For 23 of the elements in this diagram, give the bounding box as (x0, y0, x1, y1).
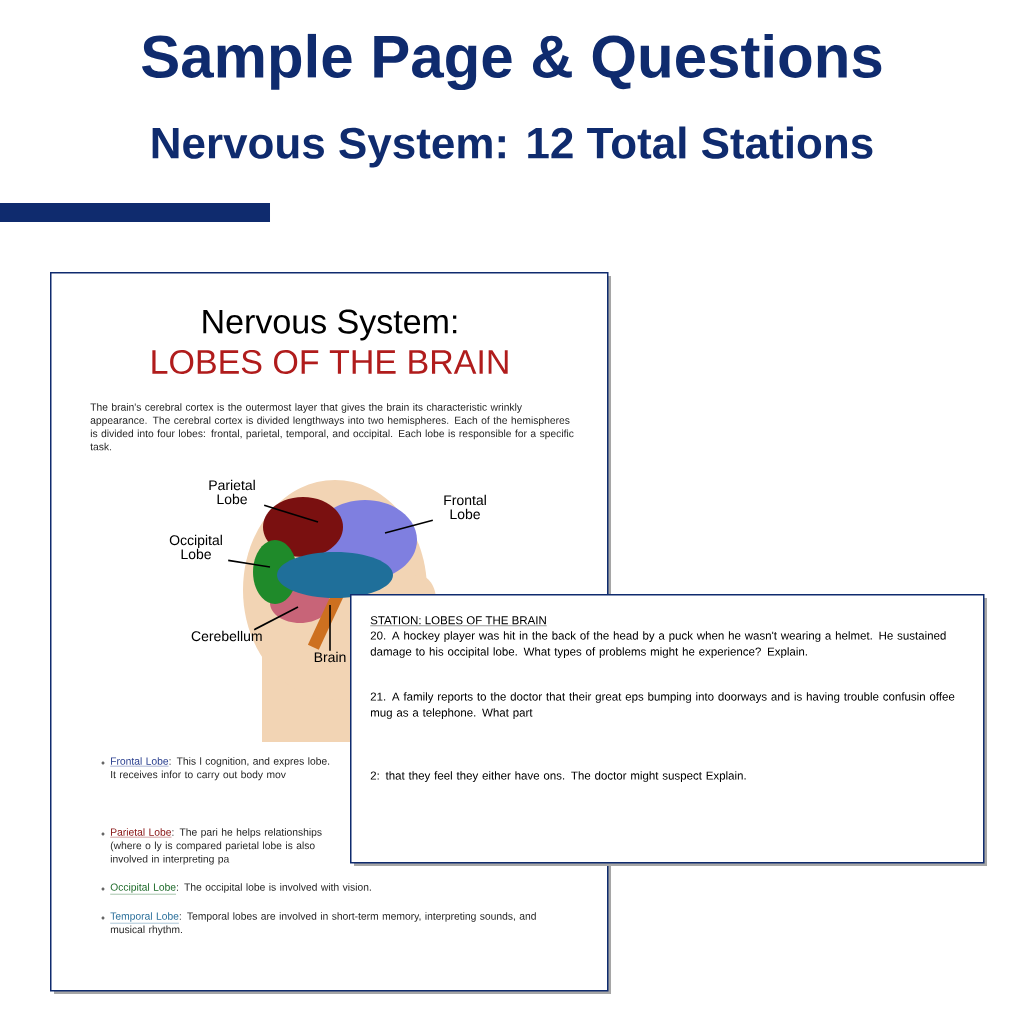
question-card (350, 594, 987, 866)
part-label: Occipital Lobe (169, 534, 222, 560)
page-heading: LOBES OF THE BRAIN (152, 349, 508, 375)
leader-line (329, 604, 331, 652)
bullet-text: Temporal Lobe: Temporal lobes are involved in short-term memory, interpreting sounds, and musical rhythm. (110, 912, 536, 936)
part-label: Cerebellum (191, 630, 262, 642)
title: Sample Page & Questions (141, 33, 882, 91)
intro-paragraph: The brain's cerebral cortex is the outermost layer that gives the brain its characteristic wrinkly appearance. The cerebral cortex is divided lengthways into two hemispheres. Each of the hemispheres is divided into four lobes: frontal, parietal, temporal, and occipital. Each lobe is responsible for a specific task. (90, 403, 574, 451)
page-heading: Nervous System: (203, 309, 457, 341)
question-text: 2: that they feel they either have ons. The doctor might suspect Explain. (370, 771, 746, 782)
card-heading: STATION: LOBES OF THE BRAIN (370, 616, 547, 626)
part-label: Brain (314, 651, 346, 663)
bullet-text: Frontal Lobe: This l cognition, and expres lobe. It receives infor to carry out body mov (110, 757, 330, 781)
subtitle: Nervous System: 12 Total Stations (152, 126, 873, 168)
part-label: Frontal Lobe (444, 494, 486, 520)
leader-line (384, 519, 434, 534)
question-text: 20. A hockey player was hit in the back of the head by a puck when he wasn't wearing a helmet. He sustained damage to his occipital lobe. What types of problems might he experience? Explain. (370, 631, 946, 658)
bullet-text: Parietal Lobe: The pari he helps relationships (where o ly is compared parietal lobe is also involved in interpreting pa (110, 828, 322, 865)
leader-line (227, 559, 271, 568)
leader-line (253, 606, 299, 631)
bullet-text: Occipital Lobe: The occipital lobe is involved with vision. (110, 883, 371, 895)
part-label: Parietal Lobe (209, 479, 255, 505)
question-text: 21. A family reports to the doctor that their great eps bumping into doorways and is having trouble confusin offee mug as a telephone. What part (370, 692, 955, 719)
